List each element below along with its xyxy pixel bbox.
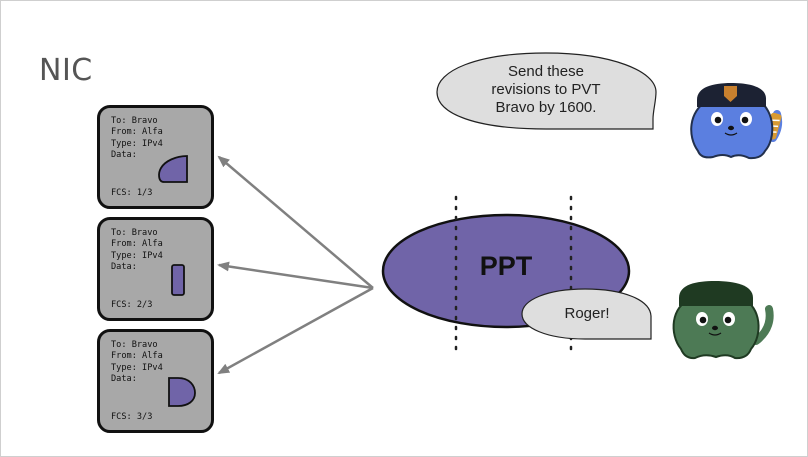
arrow-to-frame-3 [217, 286, 374, 375]
arrow-to-frame-2 [217, 261, 374, 290]
frame-to-line: To: Bravo [111, 228, 158, 238]
frame-fcs: FCS: 3/3 [111, 412, 153, 422]
frame-fcs: FCS: 2/3 [111, 300, 153, 310]
blue-commander-character [690, 83, 783, 160]
commander-speech-text: Send these revisions to PVT Bravo by 160… [471, 63, 621, 117]
slide-title: NIC [39, 53, 93, 88]
rectangle-piece [171, 264, 185, 296]
frame-to-line: To: Bravo [111, 340, 158, 350]
frame-from-line: From: Alfa [111, 127, 163, 138]
frame-from-line: From: Alfa [111, 351, 163, 362]
d-shape-piece [168, 377, 196, 407]
frame-to-line: To: Bravo [111, 116, 158, 126]
frame-data-line: Data: [111, 261, 137, 272]
frame-type-line: Type: IPv4 [111, 362, 163, 373]
frame-fcs: FCS: 1/3 [111, 188, 153, 198]
commander-speech-line: Send these [508, 63, 584, 80]
arrow-to-frame-1 [217, 155, 374, 289]
ppt-label: PPT [479, 251, 533, 281]
commander-speech-line: revisions to PVT [491, 81, 601, 98]
green-soldier-character [672, 281, 774, 360]
reply-speech-text: Roger! [564, 305, 610, 322]
half-moon-piece [158, 155, 188, 183]
commander-speech-line: Bravo by 1600. [495, 99, 597, 116]
frame-from-line: From: Alfa [111, 239, 163, 250]
reply-speech-bubble [521, 288, 652, 340]
frame-data-line: Data: [111, 149, 137, 160]
frame-type-line: Type: IPv4 [111, 138, 163, 149]
frame-type-line: Type: IPv4 [111, 250, 163, 261]
commander-speech-bubble [436, 52, 657, 130]
frame-data-line: Data: [111, 373, 137, 384]
